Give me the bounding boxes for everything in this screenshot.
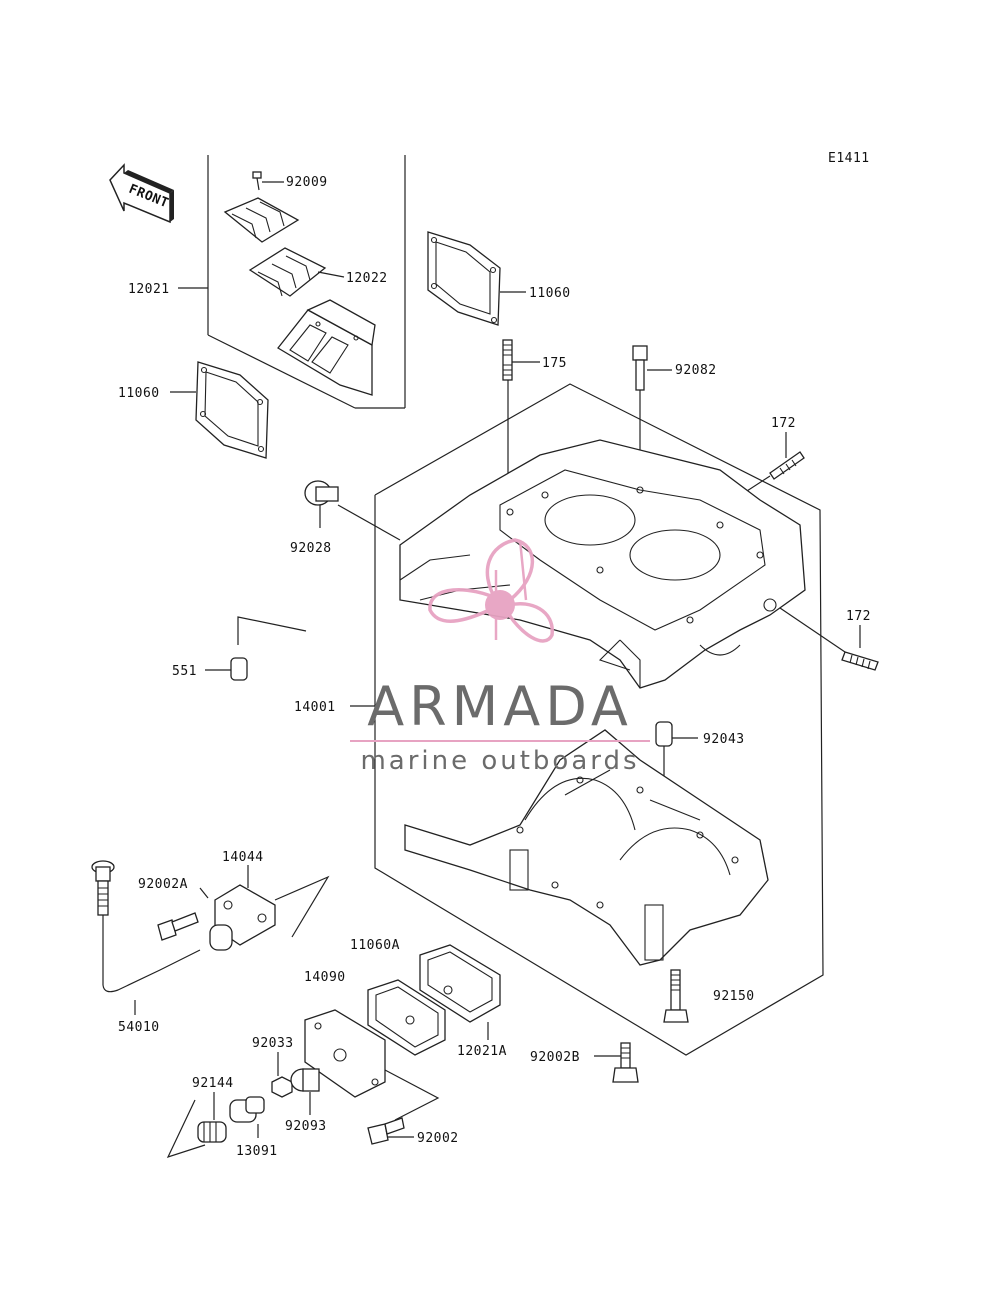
fitting-92093 — [290, 1068, 320, 1115]
label-172-right: 172 — [846, 609, 871, 624]
watermark-tagline: marine outboards — [360, 746, 639, 776]
label-13091: 13091 — [236, 1144, 278, 1159]
gasket-11060-top — [427, 231, 526, 326]
label-11060A: 11060A — [350, 938, 400, 953]
nut-92033 — [271, 1052, 293, 1098]
label-12022: 12022 — [346, 271, 388, 286]
bracket-14044 — [209, 865, 330, 951]
dowel-551 — [205, 616, 307, 681]
label-92028: 92028 — [290, 541, 332, 556]
drain-cable-54010 — [91, 860, 201, 1015]
cover-14090 — [367, 979, 446, 1056]
reed-12022 — [248, 247, 345, 297]
bolt-92002A — [157, 887, 209, 941]
reed-stopper — [223, 197, 300, 243]
spacer-13091 — [229, 1096, 265, 1138]
label-92009: 92009 — [286, 175, 328, 190]
label-92144: 92144 — [192, 1076, 234, 1091]
screw-92009 — [252, 171, 284, 191]
crankcase-upper — [399, 439, 806, 689]
gasket-11060-left — [170, 361, 269, 459]
crankcase-lower — [404, 729, 769, 966]
label-92033: 92033 — [252, 1036, 294, 1051]
bolt-92002B — [594, 1042, 639, 1083]
label-92082: 92082 — [675, 363, 717, 378]
plug-92028 — [304, 480, 401, 541]
label-14090: 14090 — [304, 970, 346, 985]
label-175: 175 — [542, 356, 567, 371]
spring-92144 — [166, 1092, 227, 1158]
label-92002A: 92002A — [138, 877, 188, 892]
bolt-92002 — [367, 1117, 414, 1145]
label-14044: 14044 — [222, 850, 264, 865]
cover-plate — [304, 1009, 440, 1121]
label-12021: 12021 — [128, 282, 170, 297]
crankcase-bracket — [350, 383, 824, 1056]
label-92002: 92002 — [417, 1131, 459, 1146]
stud-172-right — [779, 607, 879, 671]
reed-block — [277, 299, 376, 396]
label-54010: 54010 — [118, 1020, 160, 1035]
diagram-id: E1411 — [828, 151, 870, 166]
watermark: ARMADA marine outboards — [350, 538, 650, 776]
watermark-brand: ARMADA — [367, 675, 633, 738]
label-92093: 92093 — [285, 1119, 327, 1134]
label-14001: 14001 — [294, 700, 336, 715]
label-11060-left: 11060 — [118, 386, 160, 401]
label-92043: 92043 — [703, 732, 745, 747]
label-92002B: 92002B — [530, 1050, 580, 1065]
propeller-logo-icon — [428, 538, 554, 643]
reed-valve-group-bracket — [207, 155, 406, 409]
label-172-top: 172 — [771, 416, 796, 431]
label-11060-top: 11060 — [529, 286, 571, 301]
front-arrow-icon: FRONT — [109, 163, 174, 224]
label-92150: 92150 — [713, 989, 755, 1004]
label-12021A: 12021A — [457, 1044, 507, 1059]
bolt-92150 — [663, 969, 689, 1023]
gasket-11060A — [419, 944, 501, 1040]
label-551: 551 — [172, 664, 197, 679]
